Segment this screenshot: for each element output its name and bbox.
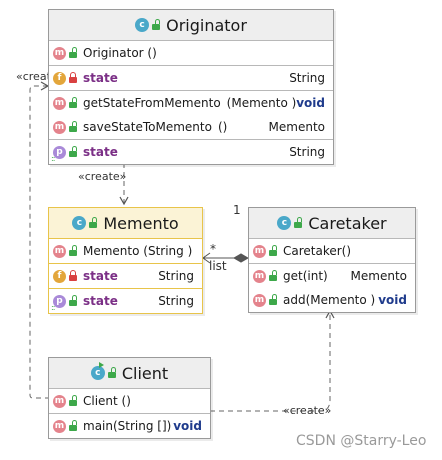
class-originator[interactable]: c Originator m Originator () f state Str… — [48, 9, 334, 165]
member-type: Memento — [268, 120, 325, 134]
method-icon: m — [253, 244, 266, 258]
class-name: Client — [121, 363, 169, 383]
public-icon — [152, 18, 161, 30]
member-name: state — [83, 294, 118, 308]
member-row[interactable]: m Client () — [49, 389, 210, 413]
class-name: Originator — [166, 15, 247, 35]
member-name: saveStateToMemento — [83, 120, 212, 134]
member-row[interactable]: m saveStateToMemento () Memento — [49, 115, 333, 139]
class-icon: c — [277, 216, 292, 230]
public-icon — [69, 96, 77, 108]
member-row[interactable]: :: p state String — [49, 288, 202, 313]
watermark: CSDN @Starry-Leo — [296, 433, 427, 449]
public-icon — [107, 366, 116, 378]
method-icon: m — [53, 244, 66, 258]
member-name: Client () — [83, 394, 131, 408]
create-label-client-caretaker: «create» — [283, 404, 332, 417]
role-label-list: list — [209, 259, 227, 273]
public-icon — [69, 46, 77, 58]
member-params: (Memento ) — [226, 96, 297, 110]
private-icon — [69, 269, 77, 281]
member-name: add(Memento ) — [283, 293, 376, 307]
public-icon — [69, 394, 77, 406]
create-edge-client-originator — [29, 81, 50, 399]
member-type: Memento — [350, 269, 407, 283]
class-icon: c — [72, 216, 87, 230]
member-row[interactable]: :: p state String — [49, 139, 333, 164]
property-icon: p — [53, 294, 66, 308]
method-icon: m — [53, 419, 66, 433]
field-icon: f — [53, 71, 66, 85]
member-row[interactable]: f state String — [49, 65, 333, 90]
public-icon — [69, 120, 77, 132]
multiplicity-many: * — [210, 242, 216, 256]
member-row[interactable]: m Memento (String ) — [49, 239, 202, 263]
public-icon — [294, 216, 303, 228]
member-row[interactable]: m Originator () — [49, 41, 333, 65]
method-icon: m — [53, 120, 66, 134]
member-type: String — [158, 269, 194, 283]
create-label-originator-memento: «create» — [78, 170, 127, 183]
public-icon — [269, 269, 277, 281]
field-icon: f — [53, 269, 66, 283]
class-header-client[interactable]: c Client — [49, 358, 210, 389]
member-name: Originator () — [83, 46, 157, 60]
method-icon: m — [53, 394, 66, 408]
private-icon — [69, 71, 77, 83]
property-icon: p — [53, 145, 66, 159]
member-name: Memento (String ) — [83, 244, 193, 258]
public-icon — [89, 216, 98, 228]
member-type: void — [296, 96, 325, 110]
member-type: String — [158, 294, 194, 308]
composition-arrowhead — [202, 252, 211, 264]
member-row[interactable]: m Caretaker() — [249, 239, 415, 263]
class-header-memento[interactable]: c Memento — [49, 208, 202, 239]
member-row[interactable]: m getStateFromMemento (Memento ) void — [49, 90, 333, 115]
class-name: Caretaker — [308, 213, 387, 233]
member-row[interactable]: m get(int) Memento — [249, 263, 415, 288]
member-type: String — [289, 145, 325, 159]
public-icon — [69, 145, 77, 157]
public-icon — [269, 293, 277, 305]
member-name: state — [83, 145, 118, 159]
class-icon: c — [135, 18, 150, 32]
multiplicity-one: 1 — [233, 203, 241, 217]
method-icon: m — [253, 293, 266, 307]
class-name: Memento — [103, 213, 179, 233]
method-icon: m — [253, 269, 266, 283]
class-client[interactable]: c Client m Client () m main(String []) v… — [48, 357, 211, 439]
member-name: get(int) — [283, 269, 328, 283]
member-type: void — [173, 419, 202, 433]
public-icon — [69, 294, 77, 306]
class-header-originator[interactable]: c Originator — [49, 10, 333, 41]
member-row[interactable]: m add(Memento ) void — [249, 288, 415, 312]
class-icon: c — [90, 362, 105, 380]
class-header-caretaker[interactable]: c Caretaker — [249, 208, 415, 239]
member-name: main(String []) — [83, 419, 172, 433]
member-name: getStateFromMemento — [83, 96, 221, 110]
getter-setter-icon: :: — [51, 303, 56, 312]
public-icon — [69, 244, 77, 256]
member-name: state — [83, 71, 118, 85]
create-edge-client-caretaker — [210, 309, 335, 412]
getter-setter-icon: :: — [51, 154, 56, 163]
method-icon: m — [53, 46, 66, 60]
public-icon — [69, 419, 77, 431]
member-row[interactable]: m main(String []) void — [49, 413, 210, 438]
member-type: String — [289, 71, 325, 85]
method-icon: m — [53, 96, 66, 110]
member-type: void — [378, 293, 407, 307]
member-name: Caretaker() — [283, 244, 352, 258]
run-icon — [98, 362, 104, 368]
composition-diamond — [232, 253, 250, 263]
class-memento[interactable]: c Memento m Memento (String ) f state St… — [48, 207, 203, 314]
member-name: state — [83, 269, 118, 283]
public-icon — [269, 244, 277, 256]
member-row[interactable]: f state String — [49, 263, 202, 288]
class-caretaker[interactable]: c Caretaker m Caretaker() m get(int) Mem… — [248, 207, 416, 313]
member-params: () — [217, 120, 228, 134]
